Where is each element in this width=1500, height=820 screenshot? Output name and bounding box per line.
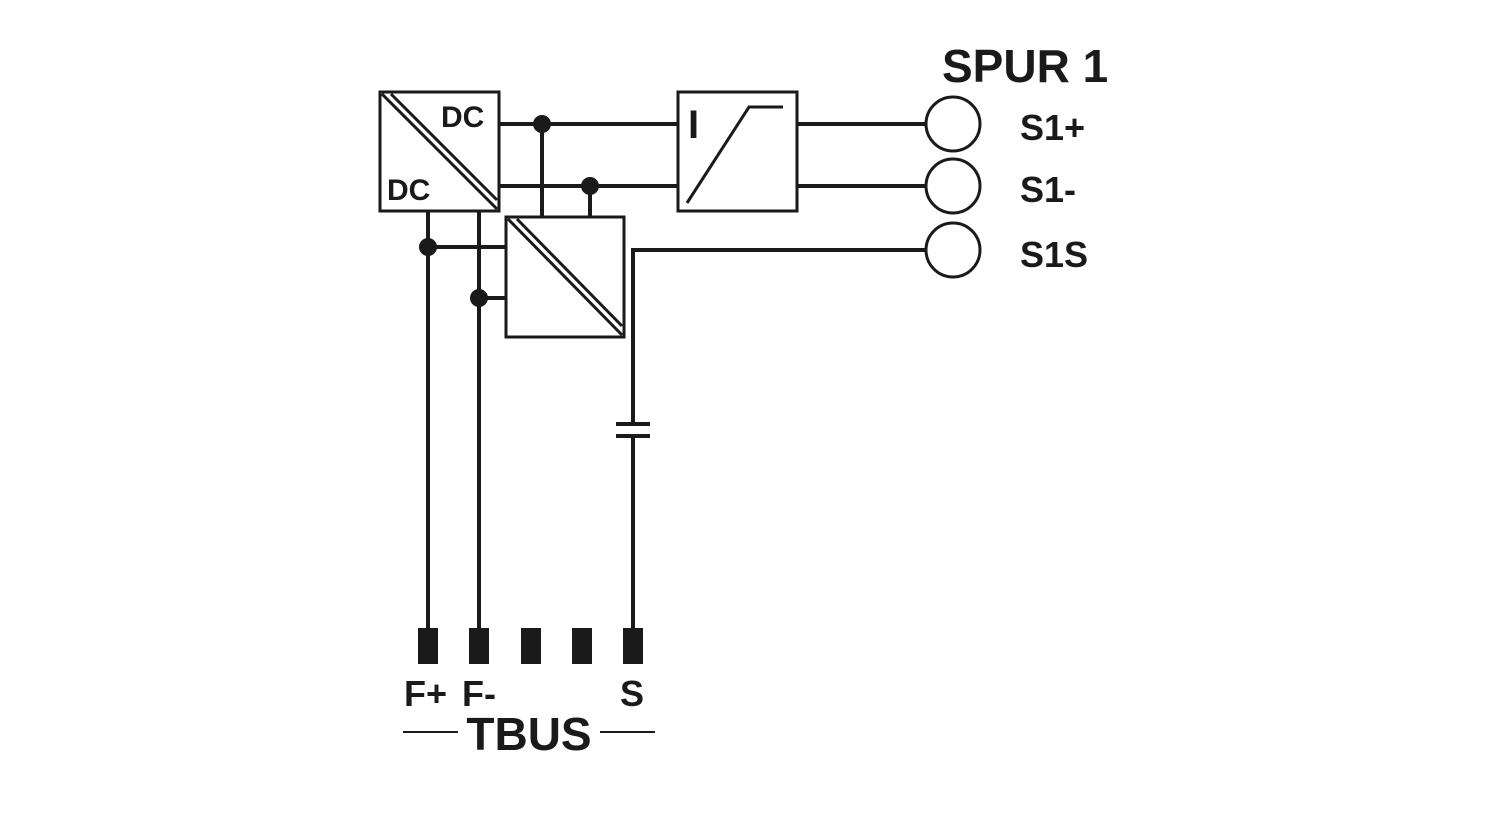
- tbus-pin: [521, 628, 541, 664]
- spur-title: SPUR 1: [942, 40, 1108, 92]
- terminal-label-s1-plus: S1+: [1020, 107, 1085, 148]
- isolation-converter: [504, 215, 626, 339]
- tbus-pin: [623, 628, 643, 664]
- tbus-pin: [418, 628, 438, 664]
- tbus-connector: F+ F- S TBUS: [403, 628, 655, 760]
- terminal-label-s1-minus: S1-: [1020, 169, 1076, 210]
- circle-terminal-icon: [924, 95, 982, 153]
- pin-label-s: S: [620, 673, 644, 714]
- circle-terminal-icon: [924, 157, 982, 215]
- tbus-title: TBUS: [466, 708, 591, 760]
- junction-dot: [533, 115, 551, 133]
- limiter-symbol: I: [688, 103, 699, 147]
- converter-bottom-label: DC: [387, 174, 430, 207]
- pin-label-f-plus: F+: [404, 673, 447, 714]
- junction-dots: [419, 115, 599, 307]
- junction-dot: [419, 238, 437, 256]
- circle-terminal-icon: [924, 221, 982, 279]
- spur-terminals: SPUR 1 S1+ S1- S1S: [924, 40, 1108, 279]
- tbus-pin: [572, 628, 592, 664]
- junction-dot: [470, 289, 488, 307]
- pin-label-f-minus: F-: [462, 673, 496, 714]
- tbus-pin: [469, 628, 489, 664]
- converter-top-label: DC: [441, 101, 484, 134]
- dc-dc-converter: DC DC: [378, 90, 501, 213]
- current-limiter: I: [676, 90, 799, 213]
- junction-dot: [581, 177, 599, 195]
- capacitor-icon: [616, 422, 650, 438]
- current-limit-icon: [676, 90, 799, 213]
- terminal-label-s1s: S1S: [1020, 234, 1088, 275]
